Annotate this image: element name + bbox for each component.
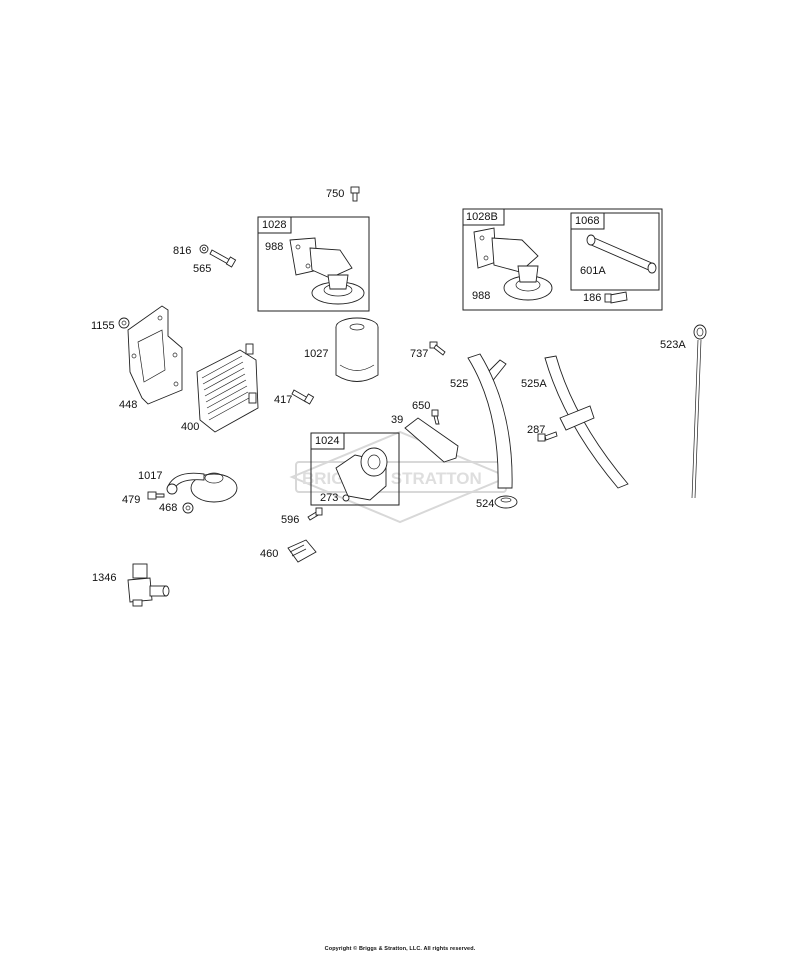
- screw-650-drawing: [431, 409, 440, 425]
- callout-523a[interactable]: 523A: [660, 339, 686, 351]
- box-1068-tab: [570, 212, 605, 230]
- callout-460[interactable]: 460: [260, 548, 279, 560]
- callout-1155[interactable]: 1155: [91, 320, 115, 332]
- cover-plate-39-drawing: [404, 417, 459, 463]
- callout-596[interactable]: 596: [281, 514, 300, 526]
- washer-468-drawing: [182, 502, 194, 514]
- box-1028-frame: [257, 216, 370, 312]
- callout-400[interactable]: 400: [181, 421, 200, 433]
- box-1068-frame: [570, 212, 660, 291]
- callout-468[interactable]: 468: [159, 502, 178, 514]
- callout-1027[interactable]: 1027: [304, 348, 329, 360]
- screw-596-drawing: [307, 507, 323, 521]
- dipstick-523a-drawing: [691, 324, 707, 499]
- bolt-750-drawing: [350, 186, 360, 202]
- copyright-notice: Copyright © Briggs & Stratton, LLC. All …: [324, 946, 476, 952]
- washer-1155-drawing: [118, 317, 130, 329]
- callout-1346[interactable]: 1346: [92, 572, 117, 584]
- oil-filter-1027-drawing: [335, 317, 379, 382]
- callout-448[interactable]: 448: [119, 399, 138, 411]
- callout-816[interactable]: 816: [173, 245, 192, 257]
- callout-750[interactable]: 750: [326, 188, 345, 200]
- box-1068-label: 1068: [575, 215, 600, 227]
- callout-988-1028[interactable]: 988: [265, 241, 284, 253]
- callout-650[interactable]: 650: [412, 400, 431, 412]
- pickup-1017-drawing: [166, 472, 238, 503]
- dipstick-tube-525a-drawing: [544, 355, 629, 489]
- screw-417-drawing: [291, 389, 315, 405]
- callout-565[interactable]: 565: [193, 263, 212, 275]
- callout-287[interactable]: 287: [527, 424, 546, 436]
- box-1024-label: 1024: [315, 435, 340, 447]
- dipstick-tube-525-drawing: [467, 353, 513, 489]
- oil-cooler-400-drawing: [196, 343, 259, 433]
- bolt-287-drawing: [537, 431, 558, 442]
- callout-39[interactable]: 39: [391, 414, 404, 426]
- box-1028b-label: 1028B: [466, 211, 498, 223]
- screw-479-drawing: [147, 491, 165, 500]
- washer-816-drawing: [199, 244, 209, 254]
- oil-pickup-1028-drawing: [289, 237, 365, 305]
- callout-601a[interactable]: 601A: [580, 265, 606, 277]
- tube-601a-drawing: [586, 234, 657, 274]
- box-1024-tab: [310, 432, 345, 450]
- drain-valve-1346-drawing: [127, 563, 170, 607]
- box-1028-label: 1028: [262, 219, 287, 231]
- screw-565-drawing: [209, 249, 237, 268]
- watermark-text: BRIGGS & STRATTON: [302, 469, 482, 488]
- callout-479[interactable]: 479: [122, 494, 141, 506]
- callout-524[interactable]: 524: [476, 498, 495, 510]
- oil-pump-1024-drawing: [335, 447, 388, 502]
- fitting-186-drawing: [604, 291, 628, 304]
- callout-273[interactable]: 273: [320, 492, 339, 504]
- box-1024-frame: [310, 432, 400, 506]
- bracket-448-drawing: [127, 305, 183, 405]
- bolt-737-drawing: [429, 341, 446, 356]
- callout-417[interactable]: 417: [274, 394, 293, 406]
- callout-1017[interactable]: 1017: [138, 470, 163, 482]
- callout-525a[interactable]: 525A: [521, 378, 547, 390]
- box-1028b-tab: [462, 208, 505, 226]
- callout-737[interactable]: 737: [410, 348, 429, 360]
- callout-186[interactable]: 186: [583, 292, 602, 304]
- box-1028b-frame: [462, 208, 663, 311]
- callout-988-1028b[interactable]: 988: [472, 290, 491, 302]
- grommet-524-drawing: [494, 495, 518, 509]
- box-1028-tab: [257, 216, 292, 234]
- oil-pickup-1028b-drawing: [473, 227, 553, 301]
- callout-525[interactable]: 525: [450, 378, 469, 390]
- fitting-460-drawing: [287, 539, 317, 563]
